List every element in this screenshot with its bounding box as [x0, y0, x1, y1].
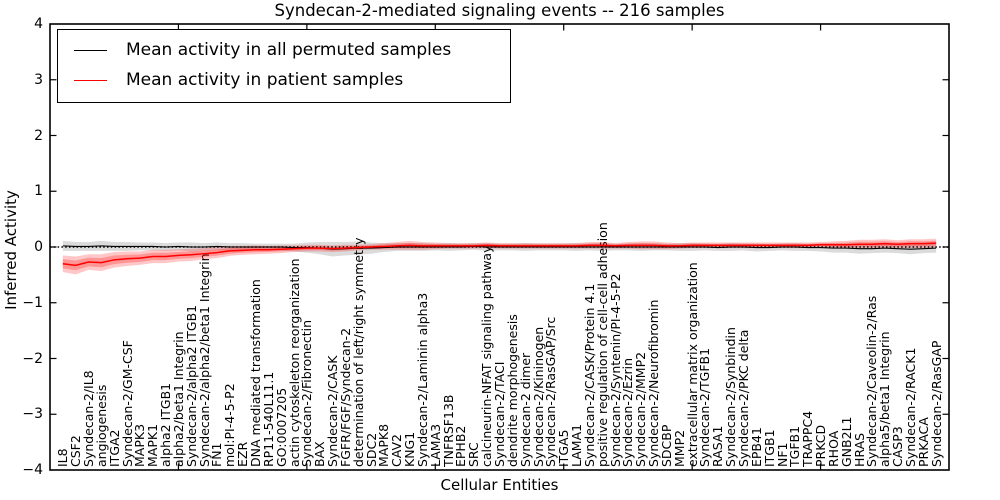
y-tick-label: 4: [34, 16, 43, 32]
y-tick-label: −4: [22, 462, 43, 478]
permuted-line-swatch-icon: [74, 49, 107, 51]
chart-title: Syndecan-2-mediated signaling events -- …: [274, 1, 725, 20]
y-tick-label: 1: [34, 183, 43, 200]
y-tick-label: −2: [22, 350, 43, 367]
y-axis-label: Inferred Activity: [2, 190, 20, 310]
legend: Mean activity in all permuted samples Me…: [57, 29, 511, 103]
legend-item-permuted: Mean activity in all permuted samples: [74, 35, 500, 65]
y-tick-label: 2: [34, 127, 43, 144]
permuted-mean-line: [62, 245, 937, 250]
patient-band-inner: [62, 240, 937, 271]
legend-label-permuted: Mean activity in all permuted samples: [126, 40, 452, 60]
patient-mean-line: [62, 242, 937, 267]
y-tick-label: 3: [34, 71, 43, 88]
legend-item-patient: Mean activity in patient samples: [74, 65, 500, 95]
y-tick-label: 0: [34, 239, 43, 255]
y-tick-label: −3: [22, 406, 43, 423]
legend-label-patient: Mean activity in patient samples: [126, 70, 404, 90]
y-tick-label: −1: [22, 294, 43, 311]
patient-line-swatch-icon: [74, 79, 107, 81]
x-axis-label: Cellular Entities: [440, 476, 559, 494]
